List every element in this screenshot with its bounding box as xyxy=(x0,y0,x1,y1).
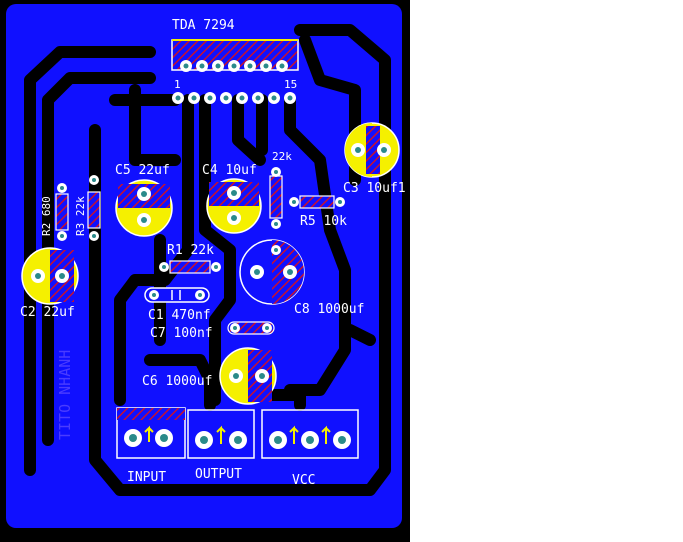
c8-label: C8 1000uf xyxy=(294,302,364,317)
r4-label: 22k xyxy=(272,150,292,163)
r5-label: R5 10k xyxy=(300,214,347,229)
c7-label: C7 100nf xyxy=(150,326,213,341)
resistor-r4[interactable] xyxy=(269,167,283,229)
resistor-r3[interactable] xyxy=(87,175,101,241)
up-arrow-icon xyxy=(321,425,331,444)
c5-label: C5 22uf xyxy=(115,163,170,178)
capacitor-c6[interactable] xyxy=(219,347,277,405)
capacitor-c3[interactable] xyxy=(344,122,400,178)
up-arrow-icon xyxy=(144,425,154,442)
capacitor-c8[interactable] xyxy=(239,239,305,305)
isolation-traces xyxy=(24,24,391,496)
capacitor-c2[interactable] xyxy=(21,247,79,305)
c6-label: C6 1000uf xyxy=(142,374,212,389)
input-label: INPUT xyxy=(127,470,166,485)
capacitor-c7[interactable] xyxy=(227,321,275,335)
r3-label: R3 22k xyxy=(74,196,87,236)
capacitor-c4[interactable] xyxy=(206,178,262,234)
resistor-r2[interactable] xyxy=(55,183,69,241)
capacitor-c5[interactable] xyxy=(115,179,173,237)
up-arrow-icon xyxy=(289,425,299,444)
c4-label: C4 10uf xyxy=(202,163,257,178)
terminal-vcc[interactable] xyxy=(261,409,359,459)
capacitor-c1[interactable] xyxy=(144,287,210,303)
terminal-output[interactable] xyxy=(187,409,255,459)
terminal-input[interactable] xyxy=(116,407,186,459)
pin15-label: 15 xyxy=(284,78,297,91)
r2-label: R2 680 xyxy=(40,196,53,236)
output-label: OUTPUT xyxy=(195,467,242,482)
c1-label: C1 470nf xyxy=(148,308,211,323)
resistor-r5[interactable] xyxy=(289,195,345,209)
pin1-label: 1 xyxy=(174,78,181,91)
c3-label: C3 10uf1 xyxy=(343,181,406,196)
up-arrow-icon xyxy=(216,425,226,444)
ic-label: TDA 7294 xyxy=(172,18,235,33)
c2-label: C2 22uf xyxy=(20,305,75,320)
author-watermark: TITO NHANH xyxy=(56,350,74,440)
resistor-r1[interactable] xyxy=(159,260,221,274)
r1-label: R1 22k xyxy=(167,243,214,258)
ic-tda7294[interactable] xyxy=(171,39,299,104)
vcc-label: VCC xyxy=(292,473,315,488)
